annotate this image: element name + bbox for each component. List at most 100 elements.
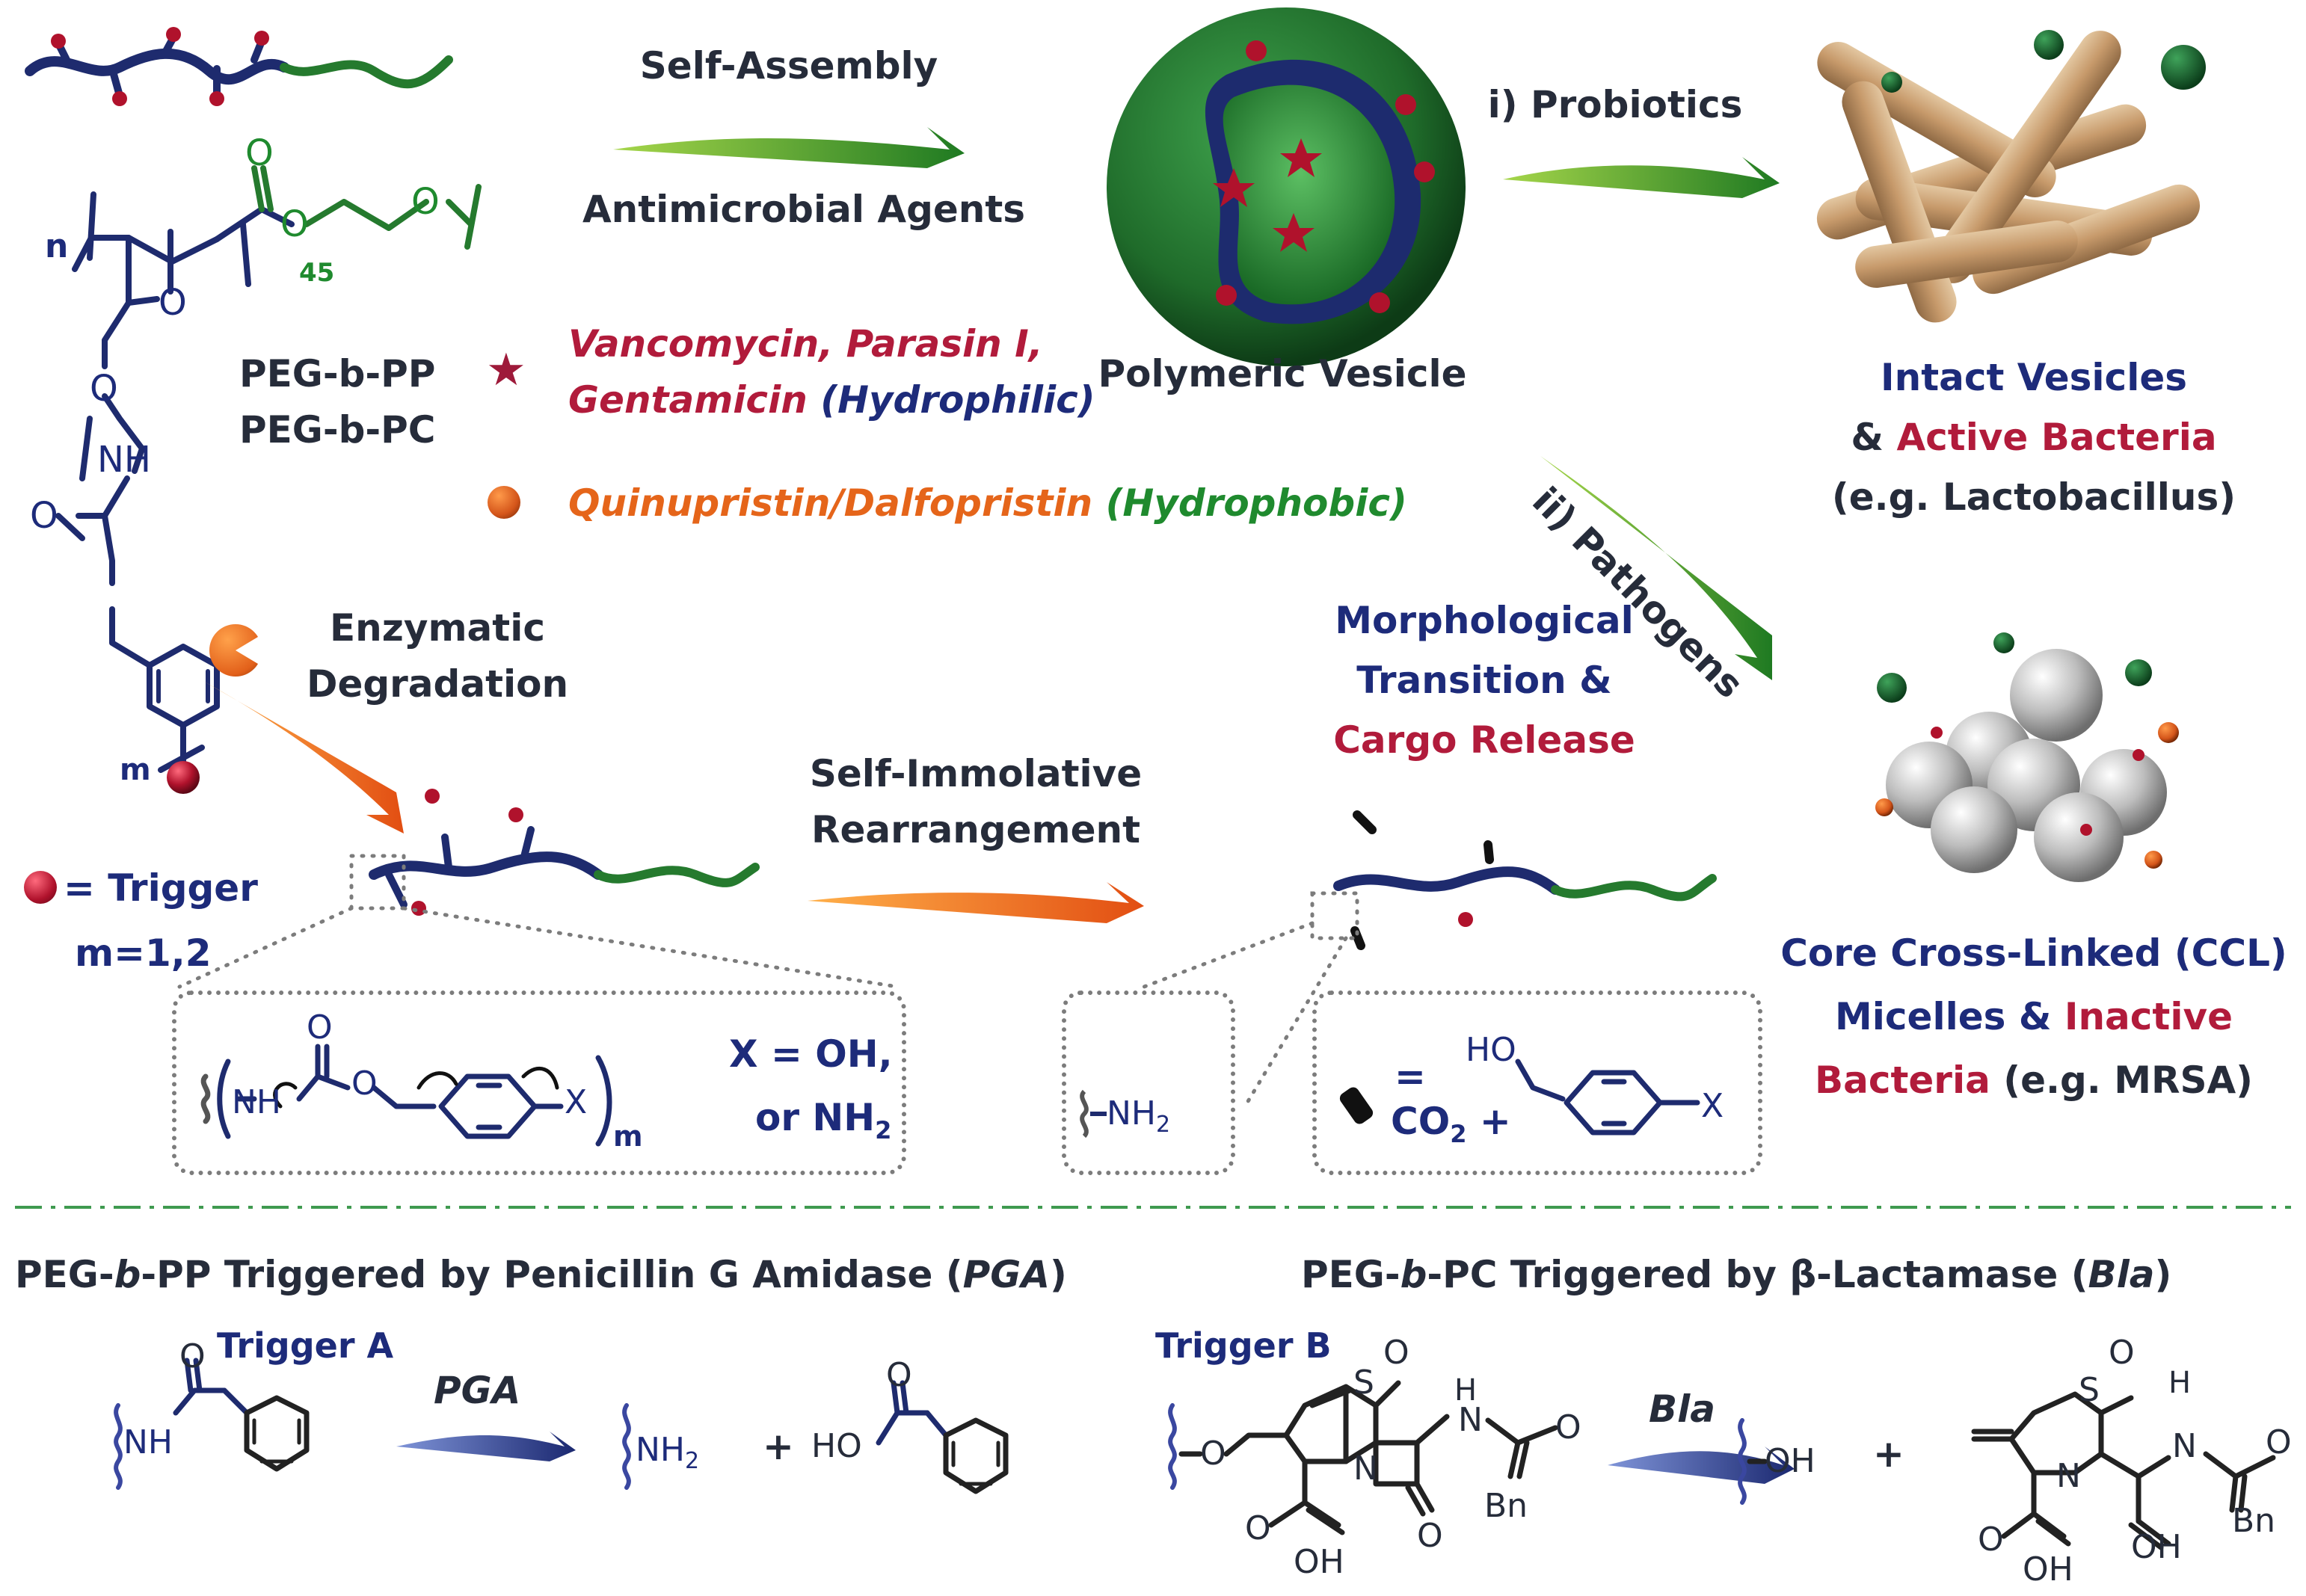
x-def-nh: or NH xyxy=(755,1096,876,1139)
byproduct-ho: HO xyxy=(1466,1031,1516,1069)
byproduct-x: X xyxy=(1701,1087,1724,1125)
x-definition-line1: X = OH, xyxy=(729,1032,893,1076)
product-o-amide: O xyxy=(2266,1423,2292,1461)
hydrophilic-drugs-line2: Gentamicin (Hydrophilic) xyxy=(568,378,1095,422)
byproduct-equals: = xyxy=(1395,1055,1426,1098)
hydrophilic-drugs-name: Gentamicin xyxy=(568,378,808,422)
trigger-b-h: H xyxy=(1454,1373,1478,1408)
co2-sub: 2 xyxy=(1450,1120,1467,1148)
polymer-chain-cartoon xyxy=(25,27,453,106)
lactobacillus-rods xyxy=(1816,30,2206,323)
trigger-b-s: S xyxy=(1353,1364,1374,1402)
pp-enzyme: PGA xyxy=(962,1253,1051,1296)
trigger-b-label: Trigger B xyxy=(1155,1325,1332,1366)
micelles-label: Micelles & xyxy=(1835,995,2052,1038)
benzyl-byproduct-structure xyxy=(1339,1059,1700,1136)
polymer-o-ester: O xyxy=(280,203,309,245)
degraded-chain-1 xyxy=(369,789,760,916)
trigger-b-o-acid: O xyxy=(1245,1509,1271,1547)
polymer-o-carbamate: O xyxy=(30,495,58,537)
trigger-b-s-oxide: O xyxy=(1383,1334,1409,1372)
trigger-b-o-link: O xyxy=(1200,1435,1226,1473)
polymer-peg-45: 45 xyxy=(299,258,335,288)
hydrophobic-drugs-line: Quinupristin/Dalfopristin (Hydrophobic) xyxy=(568,481,1407,526)
box-nh: NH xyxy=(232,1083,281,1121)
transition-label: Transition & xyxy=(1356,659,1612,702)
arrow-probiotics xyxy=(1503,157,1780,198)
polymer-m: m xyxy=(120,753,151,787)
arrow-enzymatic xyxy=(202,680,404,834)
polymer-o-link: O xyxy=(90,368,118,410)
plus-sign-a: + xyxy=(763,1425,794,1468)
trigger-legend-sphere xyxy=(24,871,57,904)
trigger-b-n-amide: N xyxy=(1458,1401,1483,1439)
polymer-structure xyxy=(55,165,482,773)
product-nh: NH xyxy=(636,1431,685,1469)
trigger-b-o-amide: O xyxy=(1555,1408,1581,1446)
ccl-line2: Micelles & Inactive xyxy=(1835,994,2233,1039)
product-oh-acid-ring: OH xyxy=(2023,1550,2073,1589)
polymer-o-peg: O xyxy=(411,181,440,223)
arrow-pga xyxy=(396,1432,576,1461)
ccl-line3: Bacteria (e.g. MRSA) xyxy=(1815,1058,2253,1103)
peg-b-pp-label: PEG-b-PP xyxy=(239,352,436,395)
pc-prefix: PEG- xyxy=(1301,1253,1400,1296)
hydrophilic-drugs-line1: Vancomycin, Parasin I, xyxy=(568,322,1043,366)
pp-mid: -PP Triggered by Penicillin G Amidase ( xyxy=(141,1253,963,1296)
product-ho: HO xyxy=(811,1427,862,1465)
trigger-b-o-lactam: O xyxy=(1417,1517,1443,1555)
probiotics-label: i) Probiotics xyxy=(1487,83,1743,126)
pp-b: b xyxy=(114,1253,141,1296)
product-bn: Bn xyxy=(2232,1502,2276,1540)
product-o: O xyxy=(886,1356,912,1394)
trigger-a-nh: NH xyxy=(123,1423,173,1461)
trigger-b-bn: Bn xyxy=(1484,1487,1528,1525)
polymeric-vesicle xyxy=(1107,7,1466,366)
self-immolative-label: Self-Immolative xyxy=(809,752,1143,795)
peg-b-pc-label: PEG-b-PC xyxy=(239,408,436,452)
pc-enzyme: Bla xyxy=(2088,1253,2155,1296)
lactobacillus-label: (e.g. Lactobacillus) xyxy=(1831,475,2236,519)
pc-b: b xyxy=(1400,1253,1427,1296)
arrow-self-assembly xyxy=(613,127,965,168)
mrsa-label: (e.g. MRSA) xyxy=(2003,1059,2254,1102)
active-bacteria-label: Active Bacteria xyxy=(1896,416,2217,459)
trigger-b-n-ring: N xyxy=(1353,1449,1378,1488)
box-o-chain: O xyxy=(351,1064,378,1103)
plus-sign-b: + xyxy=(1873,1432,1904,1476)
carbamate-box xyxy=(172,990,906,1175)
hydrophilic-tag: (Hydrophilic) xyxy=(820,378,1095,422)
trigger-legend-label: = Trigger xyxy=(64,866,258,910)
trigger-sphere xyxy=(167,761,200,794)
bla-arrow-label: Bla xyxy=(1649,1387,1715,1431)
trigger-a-o: O xyxy=(179,1337,206,1375)
pc-close: ) xyxy=(2154,1253,2172,1296)
bacteria-label: Bacteria xyxy=(1814,1059,1990,1102)
self-assembly-label: Self-Assembly xyxy=(639,44,938,87)
pga-arrow-label: PGA xyxy=(434,1369,521,1412)
star-icon: ★ xyxy=(486,344,526,396)
amine-squiggle xyxy=(1080,1089,1089,1139)
product-o-acid: O xyxy=(1978,1520,2004,1559)
product-amine: NH2 xyxy=(636,1428,699,1484)
trigger-a-structures xyxy=(114,1358,1009,1494)
carbamate-structure xyxy=(200,1044,612,1147)
morphological-label: Morphological xyxy=(1335,599,1634,642)
m-values-label: m=1,2 xyxy=(75,931,212,975)
pc-mid: -PC Triggered by β-Lactamase ( xyxy=(1427,1253,2088,1296)
rearrangement-label: Rearrangement xyxy=(811,808,1141,851)
polymer-n: n xyxy=(45,227,69,265)
inactive-label: Inactive xyxy=(2064,995,2233,1038)
hydrophobic-drugs-name: Quinupristin/Dalfopristin xyxy=(568,481,1093,525)
amine-nh: NH xyxy=(1107,1094,1156,1133)
trigger-b-structures xyxy=(1168,1380,2276,1550)
trigger-b-oh-acid: OH xyxy=(1294,1543,1344,1581)
zoom-guides xyxy=(177,854,1359,1109)
x-definition-line2: or NH2 xyxy=(755,1095,891,1153)
box-amine: NH2 xyxy=(1107,1091,1170,1147)
box-m: m xyxy=(613,1120,643,1153)
product-h: H xyxy=(2168,1366,2192,1400)
product-oh: OH xyxy=(1765,1442,1815,1480)
box-o-carbonyl: O xyxy=(307,1008,333,1047)
